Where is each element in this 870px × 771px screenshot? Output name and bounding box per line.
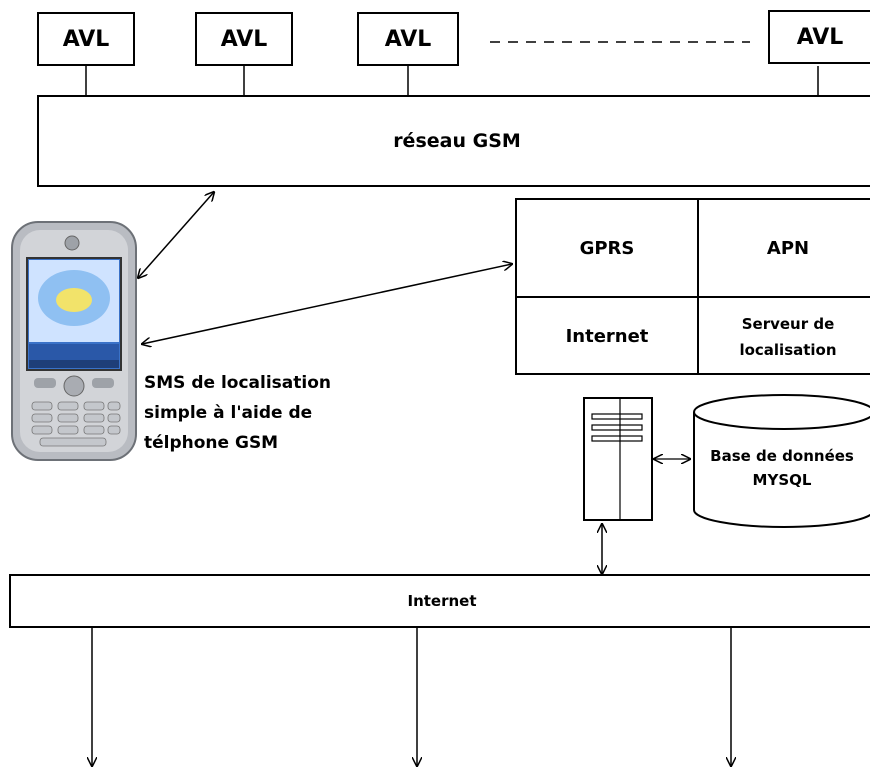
mobile-phone-icon — [11, 221, 137, 461]
apn-cell: APN — [766, 237, 810, 259]
database-label: Base de données MYSQL — [692, 444, 870, 492]
database-cylinder-icon — [693, 394, 870, 528]
avl-node-label: AVL — [384, 26, 432, 52]
gprs-cell: GPRS — [579, 237, 635, 259]
phone-caption: SMS de localisation simple à l'aide de t… — [144, 373, 331, 453]
gsm-network-label: réseau GSM — [393, 130, 521, 152]
server-tower-icon — [583, 397, 653, 521]
gsm-network-box: réseau GSM — [37, 95, 870, 187]
phone-gsm-arrow — [138, 192, 214, 278]
internet-bar: Internet — [9, 574, 870, 628]
avl-node-1: AVL — [37, 12, 135, 66]
gprs-apn-grid: GPRS APN Internet Serveur de localisatio… — [515, 198, 870, 375]
database-line-2: MYSQL — [752, 471, 812, 489]
avl-node-4: AVL — [768, 10, 870, 64]
phone-gprs-arrow — [142, 264, 512, 344]
avl-node-2: AVL — [195, 12, 293, 66]
avl-node-label: AVL — [220, 26, 268, 52]
internet-bar-label: Internet — [407, 592, 477, 610]
database-line-1: Base de données — [710, 447, 854, 465]
server-localisation-cell: Serveur de localisation — [739, 314, 837, 359]
avl-node-3: AVL — [357, 12, 459, 66]
internet-cell: Internet — [565, 326, 649, 347]
avl-node-label: AVL — [62, 26, 110, 52]
avl-node-label: AVL — [796, 24, 844, 50]
